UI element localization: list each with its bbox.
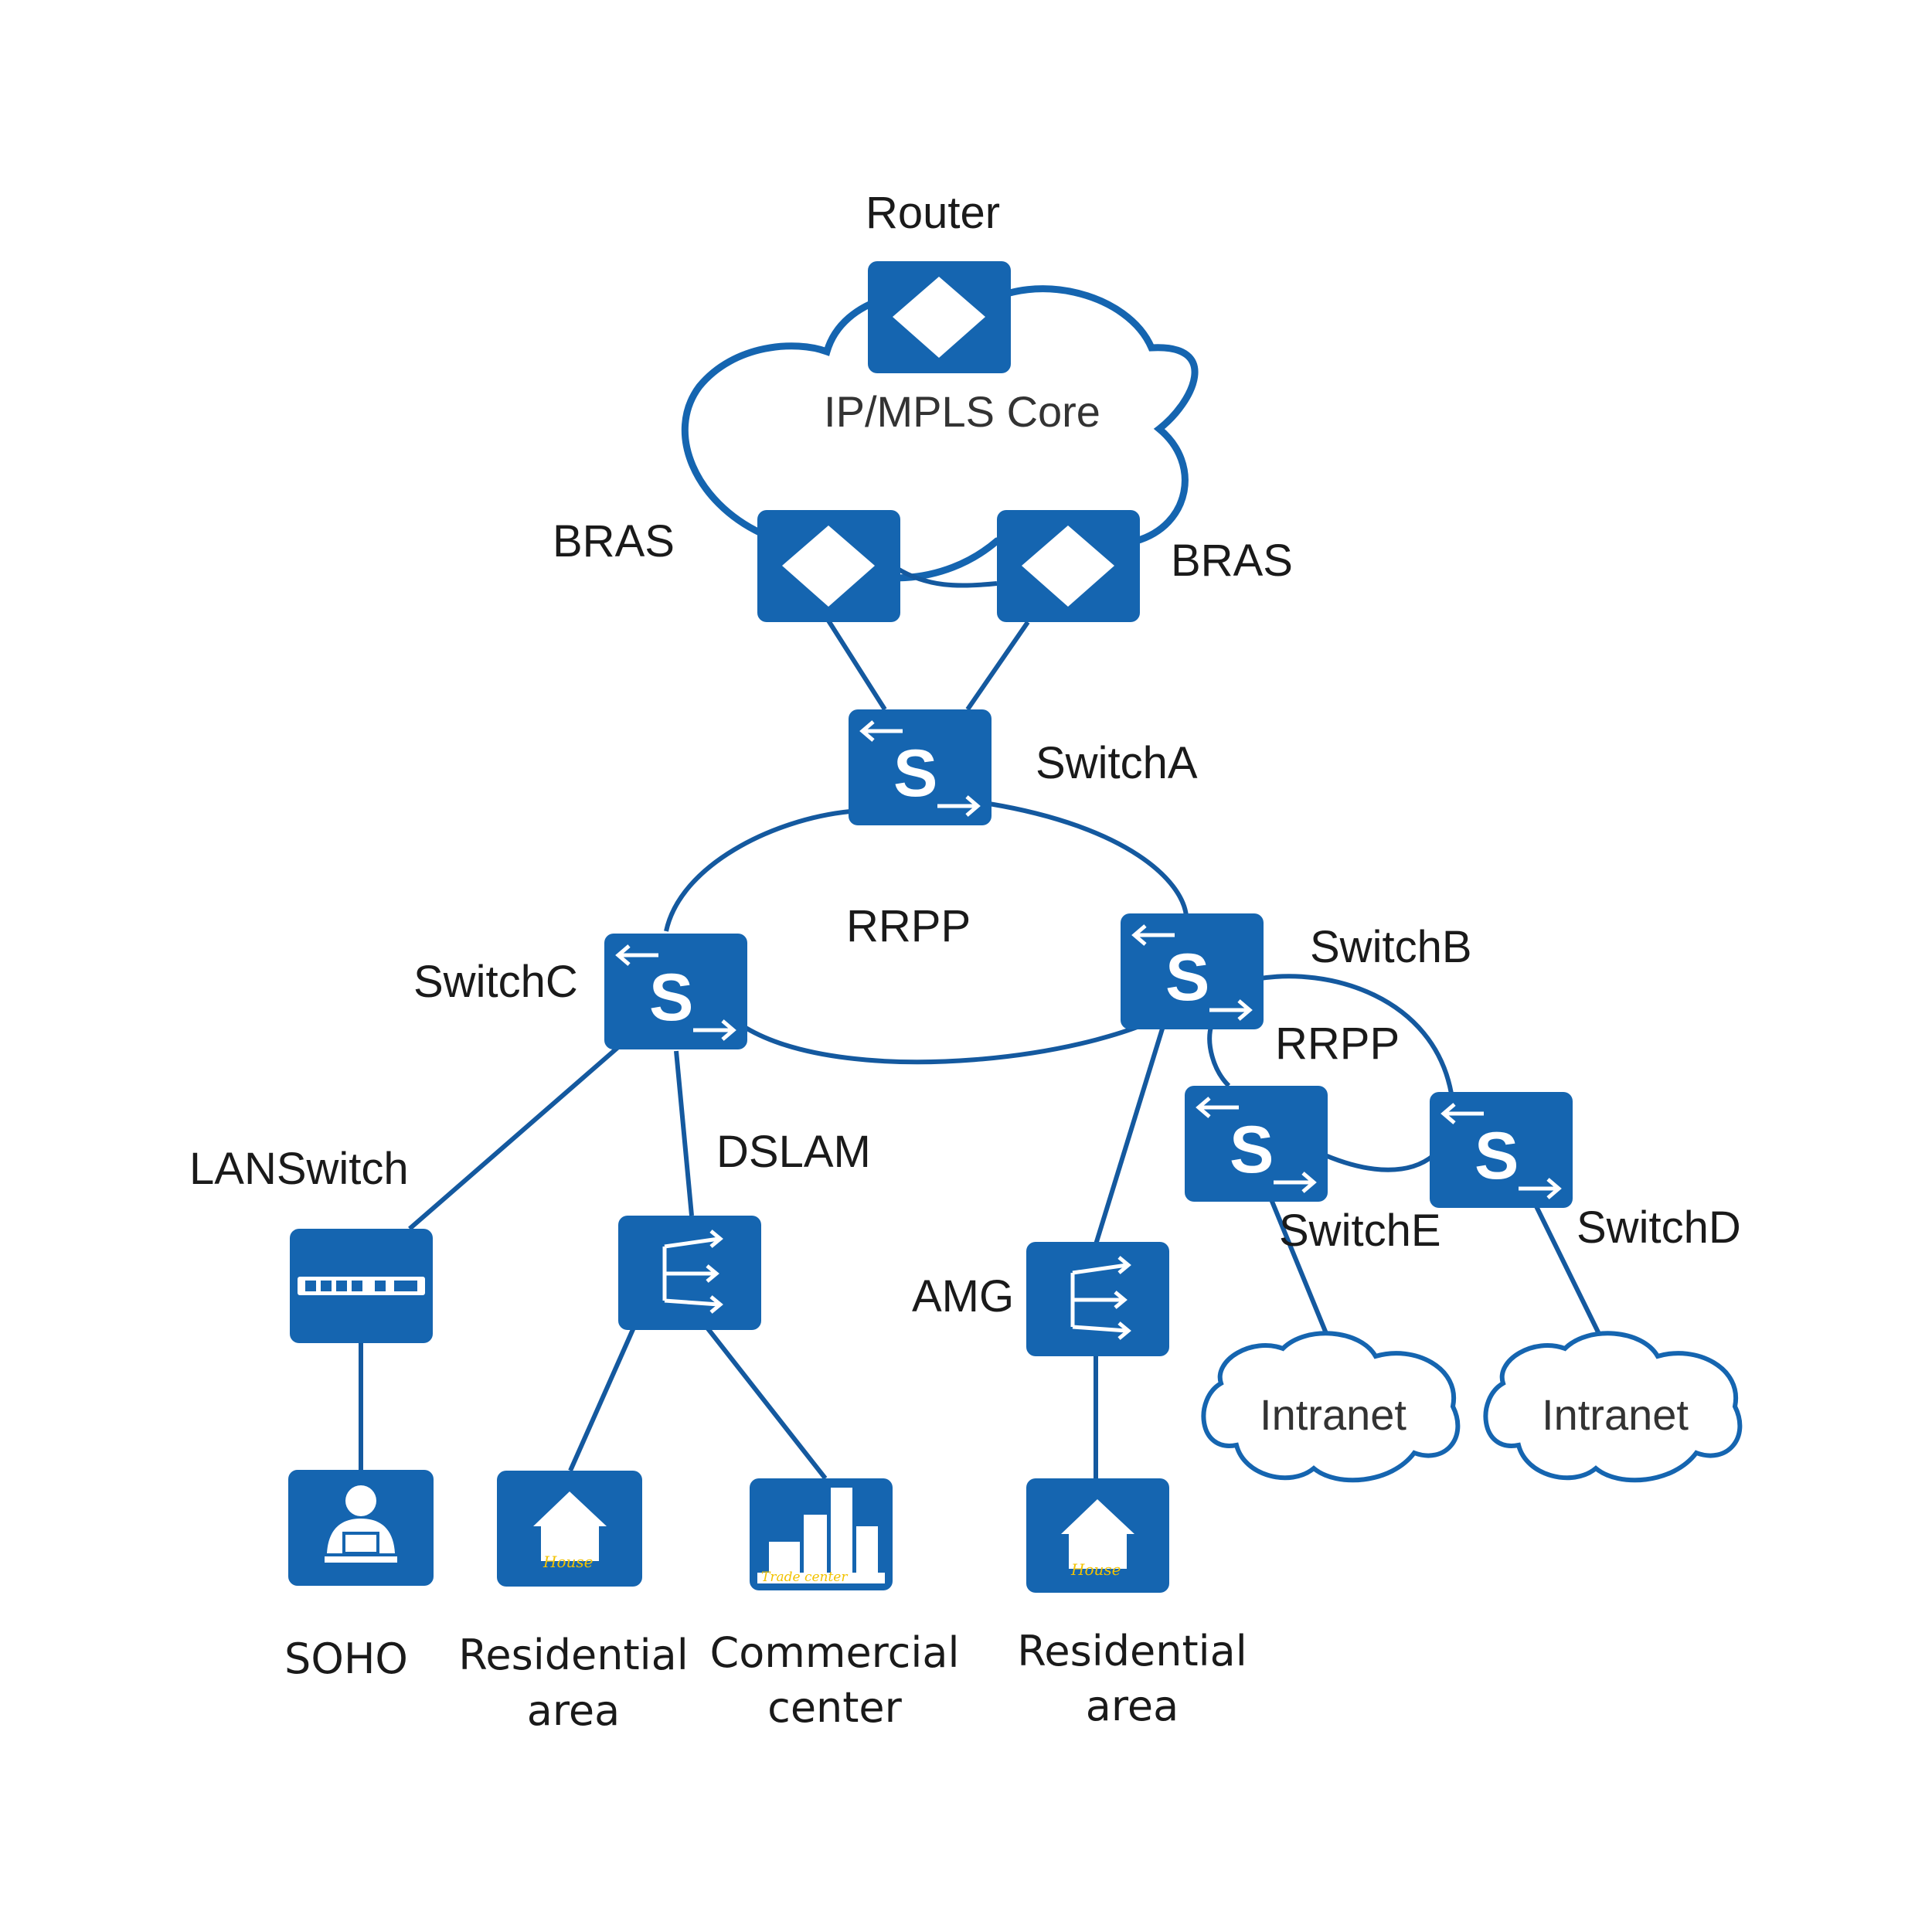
switch-a: S	[849, 709, 992, 825]
links	[359, 566, 1606, 1480]
bras-left	[757, 510, 900, 622]
amg-label: AMG	[912, 1271, 1014, 1321]
intranet-right-label: Intranet	[1542, 1390, 1689, 1439]
residential-area-1: House	[497, 1471, 642, 1587]
ip-mpls-core-cloud	[681, 285, 1199, 582]
soho	[288, 1470, 434, 1586]
switch-arrows-icon: S	[615, 944, 736, 1041]
rrpp-sub-ring	[1207, 974, 1454, 1094]
svg-text:House: House	[543, 1553, 593, 1571]
multiplexer-icon	[1070, 1256, 1131, 1340]
intranet-left-label: Intranet	[1260, 1390, 1406, 1439]
link-bras-right-switch-a	[965, 621, 1030, 711]
switch-arrows-icon: S	[859, 720, 981, 817]
switch-e-label: SwitchE	[1279, 1206, 1441, 1256]
bras-right-label: BRAS	[1171, 536, 1293, 586]
switch-d: S	[1430, 1092, 1573, 1208]
link-dslam-commercial	[705, 1326, 828, 1480]
commercial-center: Trade center	[750, 1478, 893, 1590]
bras-diamond-icon	[1022, 526, 1114, 607]
link-switch-e-intranet	[1265, 1189, 1332, 1342]
residential-2-line-1: Residential	[1017, 1627, 1247, 1675]
svg-text:S: S	[1165, 940, 1209, 1015]
dslam	[618, 1216, 761, 1330]
svg-text:Trade center: Trade center	[761, 1570, 848, 1585]
link-switch-d-intranet	[1532, 1200, 1606, 1345]
switch-arrows-icon: S	[1440, 1103, 1562, 1199]
residential-2-line-2: area	[1086, 1682, 1179, 1730]
link-switch-e-switch-d	[1324, 1153, 1435, 1172]
switch-e: S	[1185, 1086, 1328, 1202]
switch-a-label: SwitchA	[1036, 738, 1198, 788]
link-switch-b-amg	[1094, 1026, 1165, 1245]
intranet-cloud-right	[1483, 1331, 1743, 1483]
soho-label: SOHO	[284, 1634, 408, 1683]
bras-left-label: BRAS	[553, 516, 675, 566]
residential-1-line-2: area	[527, 1686, 620, 1735]
link-dslam-residential	[568, 1326, 636, 1472]
switch-b-label: SwitchB	[1310, 922, 1472, 972]
link-switch-c-lanswitch	[408, 1045, 620, 1231]
lanswitch	[290, 1229, 433, 1343]
core-label: IP/MPLS Core	[824, 387, 1100, 436]
residential-1-line-1: Residential	[458, 1631, 688, 1679]
router-label: Router	[866, 188, 1000, 238]
house-icon: House	[533, 1492, 607, 1571]
lanswitch-label: LANSwitch	[189, 1144, 409, 1194]
svg-text:S: S	[1475, 1119, 1519, 1193]
person-at-computer-icon	[325, 1485, 397, 1563]
switch-d-label: SwitchD	[1577, 1202, 1741, 1253]
amg	[1026, 1242, 1169, 1356]
switch-arrows-icon: S	[1131, 924, 1253, 1021]
labels: Router IP/MPLS Core BRAS BRAS SwitchA RR…	[189, 188, 1741, 1735]
svg-text:House: House	[1070, 1560, 1121, 1579]
port-strip-icon	[298, 1277, 425, 1295]
commercial-line-1: Commercial	[710, 1628, 960, 1677]
svg-text:S: S	[649, 961, 693, 1035]
trade-center-icon: Trade center	[757, 1488, 885, 1585]
switch-c: S	[604, 934, 747, 1049]
residential-area-2: House	[1026, 1478, 1169, 1593]
router	[868, 261, 1011, 373]
switch-arrows-icon: S	[1196, 1097, 1317, 1193]
link-bras-bras	[895, 566, 998, 588]
bras-diamond-icon	[782, 526, 875, 607]
switch-c-label: SwitchC	[413, 957, 578, 1007]
switch-b: S	[1121, 913, 1264, 1029]
house-icon: House	[1061, 1499, 1134, 1579]
link-switch-c-dslam	[674, 1050, 694, 1216]
rrpp-main-label: RRPP	[846, 901, 971, 951]
dslam-label: DSLAM	[716, 1127, 871, 1177]
rrpp-sub-label: RRPP	[1275, 1019, 1400, 1069]
svg-text:S: S	[893, 736, 937, 811]
commercial-line-2: center	[767, 1683, 903, 1732]
intranet-cloud-left	[1201, 1331, 1461, 1483]
link-bras-left-switch-a	[825, 617, 887, 711]
multiplexer-icon	[662, 1230, 723, 1314]
router-diamond-icon	[893, 277, 985, 358]
svg-text:S: S	[1230, 1113, 1274, 1187]
bras-right	[997, 510, 1140, 622]
